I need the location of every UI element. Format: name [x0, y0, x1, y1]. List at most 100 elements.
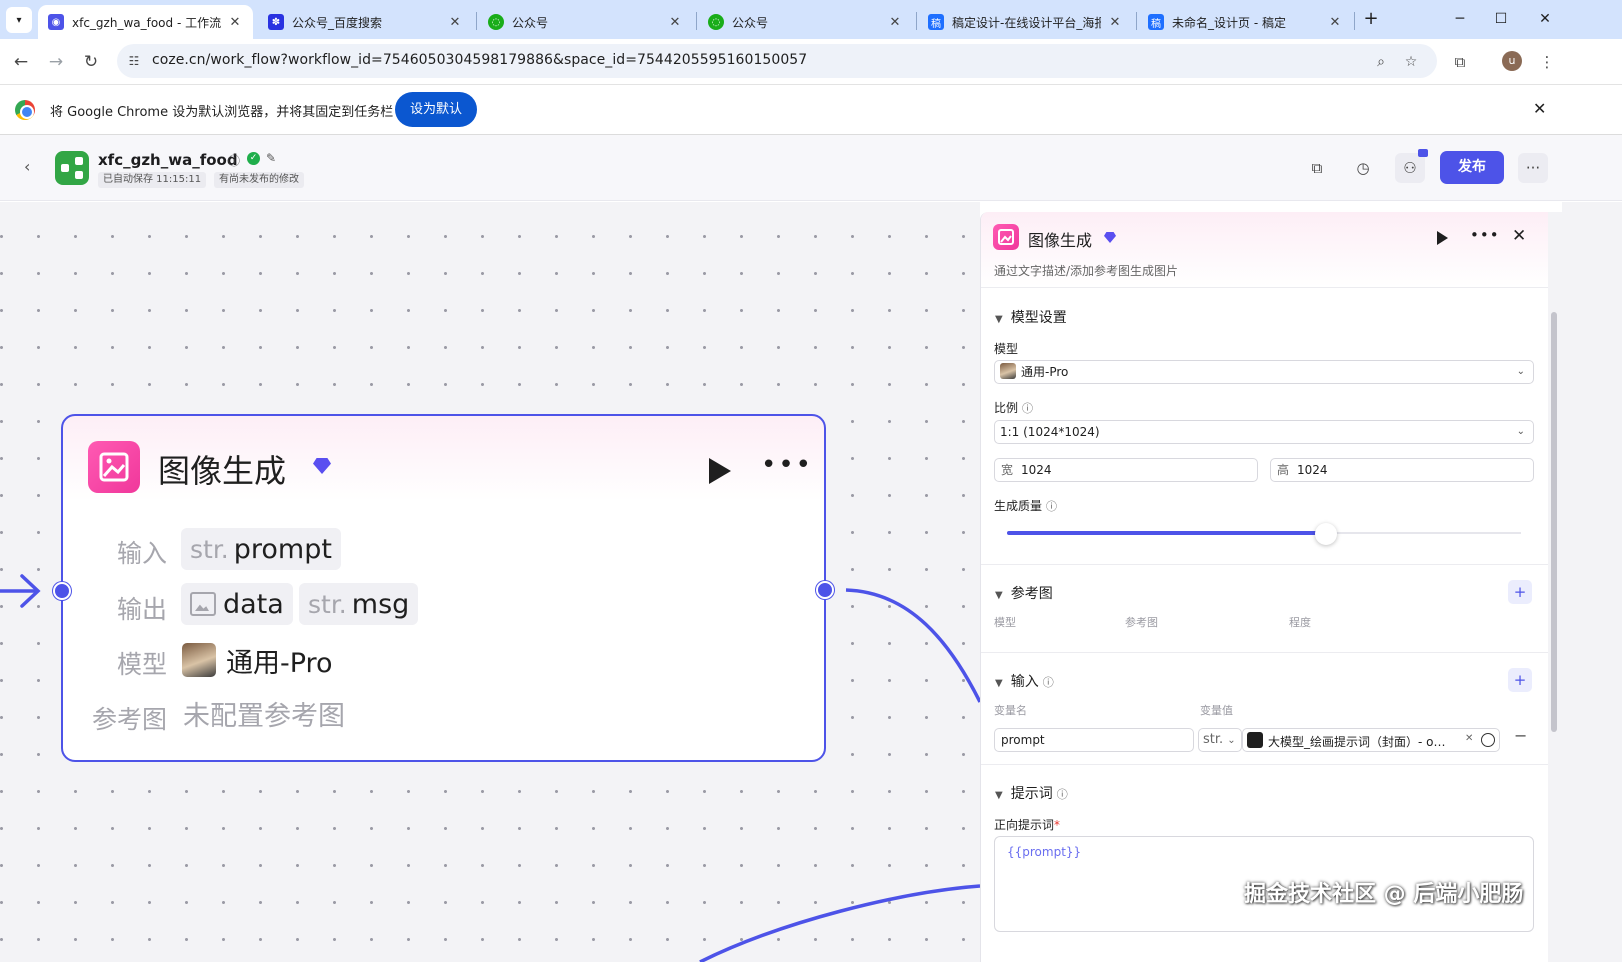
outgoing-edge[interactable]: [845, 588, 980, 703]
add-ref-image-button[interactable]: +: [1508, 580, 1532, 604]
input-label: 输入: [116, 539, 167, 568]
tab-baidu-search[interactable]: ✽ 公众号_百度搜索 ✕: [258, 5, 473, 39]
back-chevron-icon[interactable]: ‹: [24, 157, 31, 176]
model-avatar: [1000, 363, 1016, 379]
node-config-panel: 图像生成 通过文字描述/添加参考图生成图片 ••• ✕ ▼模型设置 模型 通用-…: [980, 212, 1548, 962]
other-edge[interactable]: [699, 884, 980, 962]
collaborators-icon[interactable]: ⚇: [1395, 153, 1425, 183]
maximize-icon[interactable]: ☐: [1494, 11, 1508, 27]
model-field-label: 模型: [994, 342, 1019, 356]
input-chip: str. prompt: [181, 528, 341, 570]
positive-prompt-textarea[interactable]: {{prompt}}: [994, 836, 1534, 932]
close-tab-icon[interactable]: ✕: [1109, 14, 1121, 30]
address-bar[interactable]: ☷ coze.cn/work_flow?workflow_id=75460503…: [117, 44, 1437, 78]
scrollbar-thumb[interactable]: [1551, 312, 1557, 732]
remove-input-icon[interactable]: −: [1514, 726, 1528, 745]
minimize-icon[interactable]: ─: [1455, 11, 1465, 27]
info-icon[interactable]: ⓘ: [1042, 676, 1054, 689]
section-divider: [981, 564, 1548, 565]
info-icon[interactable]: ⓘ: [228, 154, 241, 168]
profile-avatar[interactable]: u: [1502, 51, 1522, 71]
tab-separator: [476, 12, 477, 30]
node-title: 图像生成: [158, 452, 287, 490]
run-node-icon[interactable]: [709, 458, 731, 484]
workflow-icon: [55, 151, 89, 185]
close-tab-icon[interactable]: ✕: [449, 14, 461, 30]
output-port[interactable]: [816, 581, 834, 599]
chrome-logo-icon: [15, 100, 35, 120]
tab-separator: [696, 12, 697, 30]
panel-scrollbar[interactable]: [1548, 212, 1562, 962]
image-generation-icon: [88, 441, 140, 493]
forward-arrow-icon[interactable]: →: [48, 52, 64, 72]
tab-search-button[interactable]: ▾: [6, 7, 32, 33]
chevron-down-icon: ▼: [995, 314, 1003, 325]
input-col-value: 变量值: [1200, 704, 1233, 717]
reload-icon[interactable]: ↻: [83, 52, 99, 72]
close-tab-icon[interactable]: ✕: [229, 14, 241, 30]
required-mark: *: [1054, 818, 1061, 832]
tab-gaoding-design[interactable]: 稿 稿定设计-在线设计平台_海报 ✕: [918, 5, 1133, 39]
image-type-icon: [190, 592, 216, 616]
set-default-button[interactable]: 设为默认: [395, 92, 477, 127]
infobar-message: 将 Google Chrome 设为默认浏览器，并将其固定到任务栏: [50, 105, 394, 120]
check-circle-icon: ✓: [247, 152, 260, 165]
panel-more-icon[interactable]: •••: [1470, 226, 1500, 244]
tab-coze-workflow[interactable]: ◉ xfc_gzh_wa_food - 工作流 - ✕: [38, 5, 253, 39]
close-infobar-icon[interactable]: ✕: [1533, 99, 1547, 118]
variable-picker-icon[interactable]: [1481, 733, 1495, 747]
canvas-edge-strip: [1562, 202, 1622, 962]
ratio-select[interactable]: 1:1 (1024*1024) ⌄: [994, 420, 1534, 444]
image-generation-node[interactable]: 图像生成 ••• 输入 str. prompt 输出 data str. msg…: [53, 414, 834, 762]
bookmark-star-icon[interactable]: ☆: [1404, 54, 1418, 70]
back-arrow-icon[interactable]: ←: [13, 52, 29, 72]
info-icon[interactable]: ⓘ: [1056, 788, 1068, 801]
close-panel-icon[interactable]: ✕: [1512, 226, 1527, 246]
extensions-icon[interactable]: ⧉: [1454, 53, 1466, 71]
browser-menu-icon[interactable]: ⋮: [1539, 53, 1555, 71]
input-port[interactable]: [53, 582, 71, 600]
default-browser-infobar: 将 Google Chrome 设为默认浏览器，并将其固定到任务栏 设为默认 ✕: [0, 84, 1622, 135]
node-more-icon[interactable]: •••: [761, 450, 814, 480]
ref-image-empty: 未配置参考图: [183, 701, 345, 732]
workflow-canvas[interactable]: 图像生成 ••• 输入 str. prompt 输出 data str. msg…: [0, 202, 980, 962]
more-options-icon[interactable]: ···: [1518, 153, 1548, 183]
input-var-name[interactable]: prompt: [994, 728, 1194, 752]
edit-icon[interactable]: ✎: [266, 151, 277, 165]
quality-slider-thumb[interactable]: [1314, 523, 1337, 545]
model-settings-section[interactable]: ▼模型设置: [995, 310, 1067, 326]
site-settings-icon[interactable]: ☷: [128, 54, 140, 68]
close-tab-icon[interactable]: ✕: [1329, 14, 1341, 30]
close-tab-icon[interactable]: ✕: [669, 14, 681, 30]
input-var-value[interactable]: 大模型_绘画提示词（封面）- o… ✕: [1242, 728, 1500, 752]
premium-gem-icon: [1104, 232, 1116, 243]
new-tab-button[interactable]: +: [1363, 8, 1379, 29]
history-icon[interactable]: ◷: [1356, 159, 1370, 177]
url-text[interactable]: coze.cn/work_flow?workflow_id=7546050304…: [152, 52, 808, 68]
zoom-icon[interactable]: ⌕: [1377, 54, 1385, 70]
model-select[interactable]: 通用-Pro ⌄: [994, 360, 1534, 384]
tab-gaoding-untitled[interactable]: 稿 未命名_设计页 - 稿定 ✕: [1138, 5, 1353, 39]
unpublished-badge: 有尚未发布的修改: [214, 172, 304, 188]
add-input-button[interactable]: +: [1508, 668, 1532, 692]
tab-gongzhonghao-2[interactable]: ◌ 公众号 ✕: [698, 5, 913, 39]
close-window-icon[interactable]: ✕: [1539, 11, 1551, 27]
ref-image-section[interactable]: ▼参考图: [995, 586, 1053, 602]
quality-slider-fill: [1007, 531, 1326, 535]
input-var-type-select[interactable]: str. ⌄: [1198, 728, 1242, 752]
info-icon[interactable]: ⓘ: [1022, 402, 1034, 415]
run-node-icon[interactable]: [1437, 231, 1448, 245]
ref-col-degree: 程度: [1289, 616, 1311, 629]
publish-button[interactable]: 发布: [1440, 151, 1504, 184]
close-tab-icon[interactable]: ✕: [889, 14, 901, 30]
copy-icon[interactable]: ⧉: [1311, 159, 1323, 177]
coze-favicon-icon: ◉: [48, 14, 64, 30]
clear-icon[interactable]: ✕: [1465, 733, 1474, 744]
info-icon[interactable]: ⓘ: [1046, 500, 1058, 513]
ref-col-image: 参考图: [1125, 616, 1158, 629]
tab-gongzhonghao-1[interactable]: ◌ 公众号 ✕: [478, 5, 693, 39]
